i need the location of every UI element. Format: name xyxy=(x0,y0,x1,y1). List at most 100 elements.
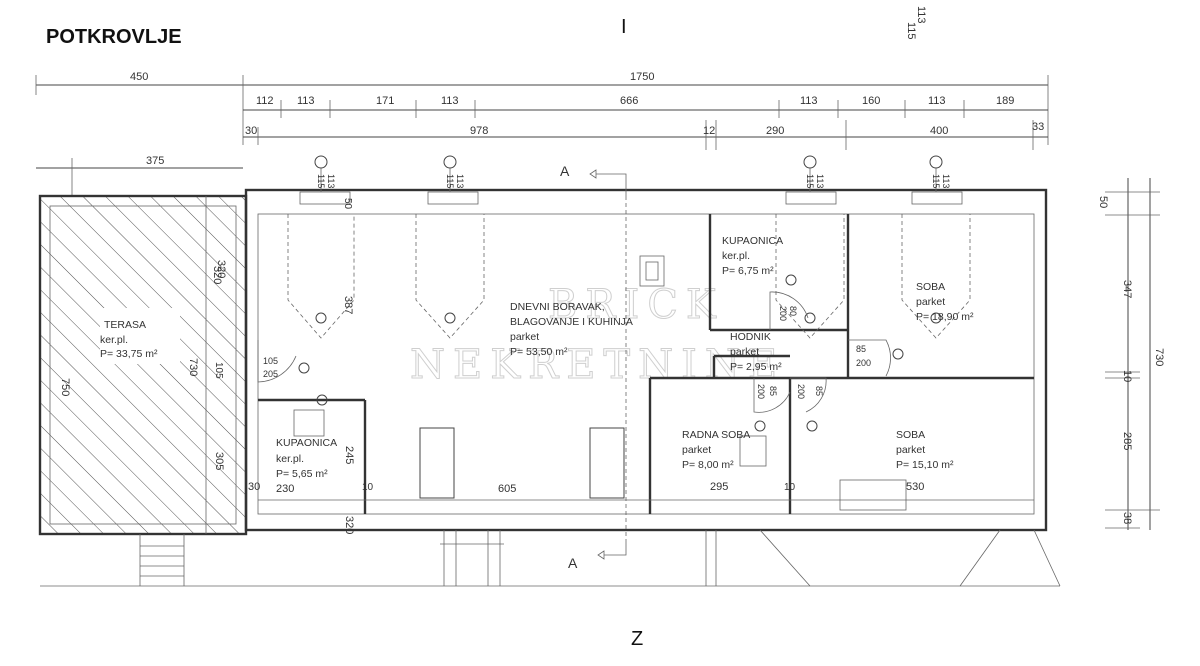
dim-int-10b: 10 xyxy=(784,482,796,493)
room-radna-soba-name: RADNA SOBA xyxy=(682,429,750,441)
dim-int-85c: 85 xyxy=(814,386,824,396)
window-3-dim-113: 113 xyxy=(815,174,825,188)
room-soba-2-name: SOBA xyxy=(896,429,925,441)
room-dnevni-area: P= 53,50 m² xyxy=(510,346,568,358)
orientation-top-label: I xyxy=(621,16,627,38)
dim-290: 290 xyxy=(766,125,784,137)
room-soba-2-area: P= 15,10 m² xyxy=(896,459,954,471)
window-4-dim-113: 113 xyxy=(941,174,951,188)
terrace-area: 750 730 320 xyxy=(38,194,1060,587)
dim-1750: 1750 xyxy=(630,71,654,83)
interior-dimensions: 50 320 387 105 205 105 305 245 230 30 10… xyxy=(213,198,924,534)
room-soba-1-floor: parket xyxy=(916,296,945,308)
room-soba-2-floor: parket xyxy=(896,444,925,456)
room-terasa-name: TERASA xyxy=(104,319,146,331)
room-hodnik-name: HODNIK xyxy=(730,331,771,343)
dim-171: 171 xyxy=(376,95,394,107)
dim-right-730: 730 xyxy=(1153,348,1165,366)
room-soba-1-area: P= 18,90 m² xyxy=(916,311,974,323)
dim-450: 450 xyxy=(130,71,148,83)
dim-int-530: 530 xyxy=(906,481,924,493)
room-hodnik-area: P= 2,95 m² xyxy=(730,361,782,373)
section-marker-bottom: A xyxy=(568,555,578,571)
dim-int-320a: 320 xyxy=(215,260,227,278)
window-3-dim-115: 115 xyxy=(805,174,815,188)
room-radna-soba-floor: parket xyxy=(682,444,711,456)
dim-113-c: 113 xyxy=(800,95,818,107)
room-dnevni-name-2: BLAGOVANJE I KUHINJA xyxy=(510,316,633,328)
dim-375: 375 xyxy=(146,155,164,167)
room-radna-soba-label: RADNA SOBA parket P= 8,00 m² xyxy=(682,429,750,471)
room-hodnik-label: HODNIK parket P= 2,95 m² xyxy=(730,331,782,373)
dim-113-a: 113 xyxy=(297,95,315,107)
dim-int-200d: 200 xyxy=(796,384,806,399)
room-soba-2-label: SOBA parket P= 15,10 m² xyxy=(896,429,954,471)
dim-978: 978 xyxy=(470,125,488,137)
dim-112: 112 xyxy=(256,95,274,107)
dim-int-605: 605 xyxy=(498,483,516,495)
dim-int-305: 305 xyxy=(213,452,225,470)
dim-int-200b: 200 xyxy=(856,358,871,368)
dimension-chain-right: 50 347 730 10 285 38 xyxy=(1097,178,1165,530)
dim-int-230: 230 xyxy=(276,483,294,495)
dim-113-b: 113 xyxy=(441,95,459,107)
dimension-chains-top: 450 1750 112 113 171 113 666 113 160 113… xyxy=(35,71,1049,196)
dim-113-d: 113 xyxy=(928,95,946,107)
window-4-dim-115: 115 xyxy=(931,174,941,188)
room-hodnik-floor: parket xyxy=(730,346,759,358)
doors xyxy=(257,274,904,432)
room-kupaonica-1-name: KUPAONICA xyxy=(276,437,337,449)
roof-window-projections xyxy=(287,214,971,339)
dim-int-320b: 320 xyxy=(343,516,355,534)
room-soba-1-label: SOBA parket P= 18,90 m² xyxy=(916,281,974,323)
room-terasa-label: TERASA ker.pl. P= 33,75 m² xyxy=(100,319,158,360)
room-dnevni-name: DNEVNI BORAVAK, xyxy=(510,301,605,313)
room-kupaonica-1-floor: ker.pl. xyxy=(276,453,304,465)
dim-left-320: 320 xyxy=(211,266,223,284)
room-kupaonica-2-label: KUPAONICA ker.pl. P= 6,75 m² xyxy=(722,235,783,277)
watermark-line-2: NEKRETNINE xyxy=(410,342,785,388)
dim-int-200c: 200 xyxy=(756,384,766,399)
dim-left-730: 730 xyxy=(187,358,199,376)
window-1-dim-113: 113 xyxy=(326,174,336,188)
window-1-dim-115: 115 xyxy=(316,174,326,188)
corner-dim-113: 113 xyxy=(915,6,927,24)
dim-int-245: 245 xyxy=(343,446,355,464)
room-dnevni-floor: parket xyxy=(510,331,539,343)
dim-int-85a: 85 xyxy=(856,344,866,354)
dim-30: 30 xyxy=(245,125,257,137)
dim-right-50: 50 xyxy=(1097,196,1109,208)
room-dnevni-label: DNEVNI BORAVAK, BLAGOVANJE I KUHINJA par… xyxy=(510,301,633,358)
room-kupaonica-1-area: P= 5,65 m² xyxy=(276,468,328,480)
dim-right-347: 347 xyxy=(1121,280,1133,298)
dim-int-105b: 105 xyxy=(213,362,224,379)
dim-int-295: 295 xyxy=(710,481,728,493)
dim-right-38: 38 xyxy=(1121,512,1133,524)
room-terasa-area: P= 33,75 m² xyxy=(100,348,158,360)
plan-title: POTKROVLJE xyxy=(46,26,182,48)
room-kupaonica-2-name: KUPAONICA xyxy=(722,235,783,247)
lower-structure xyxy=(440,529,1061,587)
dim-int-30: 30 xyxy=(248,481,260,493)
dim-left-750: 750 xyxy=(59,378,71,396)
dim-int-200a: 200 xyxy=(778,306,788,321)
room-kupaonica-2-area: P= 6,75 m² xyxy=(722,265,774,277)
watermark-line-1: BRICK xyxy=(548,282,724,328)
section-marker-top: A xyxy=(560,163,570,179)
dim-int-85b: 85 xyxy=(768,386,778,396)
room-radna-soba-area: P= 8,00 m² xyxy=(682,459,734,471)
window-2-dim-113: 113 xyxy=(455,174,465,188)
room-kupaonica-2-floor: ker.pl. xyxy=(722,250,750,262)
room-soba-1-name: SOBA xyxy=(916,281,945,293)
orientation-bottom-label: Z xyxy=(631,628,644,650)
dim-int-10a: 10 xyxy=(362,482,374,493)
dim-int-80: 80 xyxy=(788,306,798,316)
dim-12: 12 xyxy=(703,125,715,137)
window-2-dim-115: 115 xyxy=(445,174,455,188)
dim-right-285: 285 xyxy=(1121,432,1133,450)
fixtures xyxy=(293,255,907,511)
room-kupaonica-1-label: KUPAONICA ker.pl. P= 5,65 m² xyxy=(276,437,337,480)
dim-int-205: 205 xyxy=(263,369,278,379)
dim-right-10: 10 xyxy=(1121,370,1133,382)
